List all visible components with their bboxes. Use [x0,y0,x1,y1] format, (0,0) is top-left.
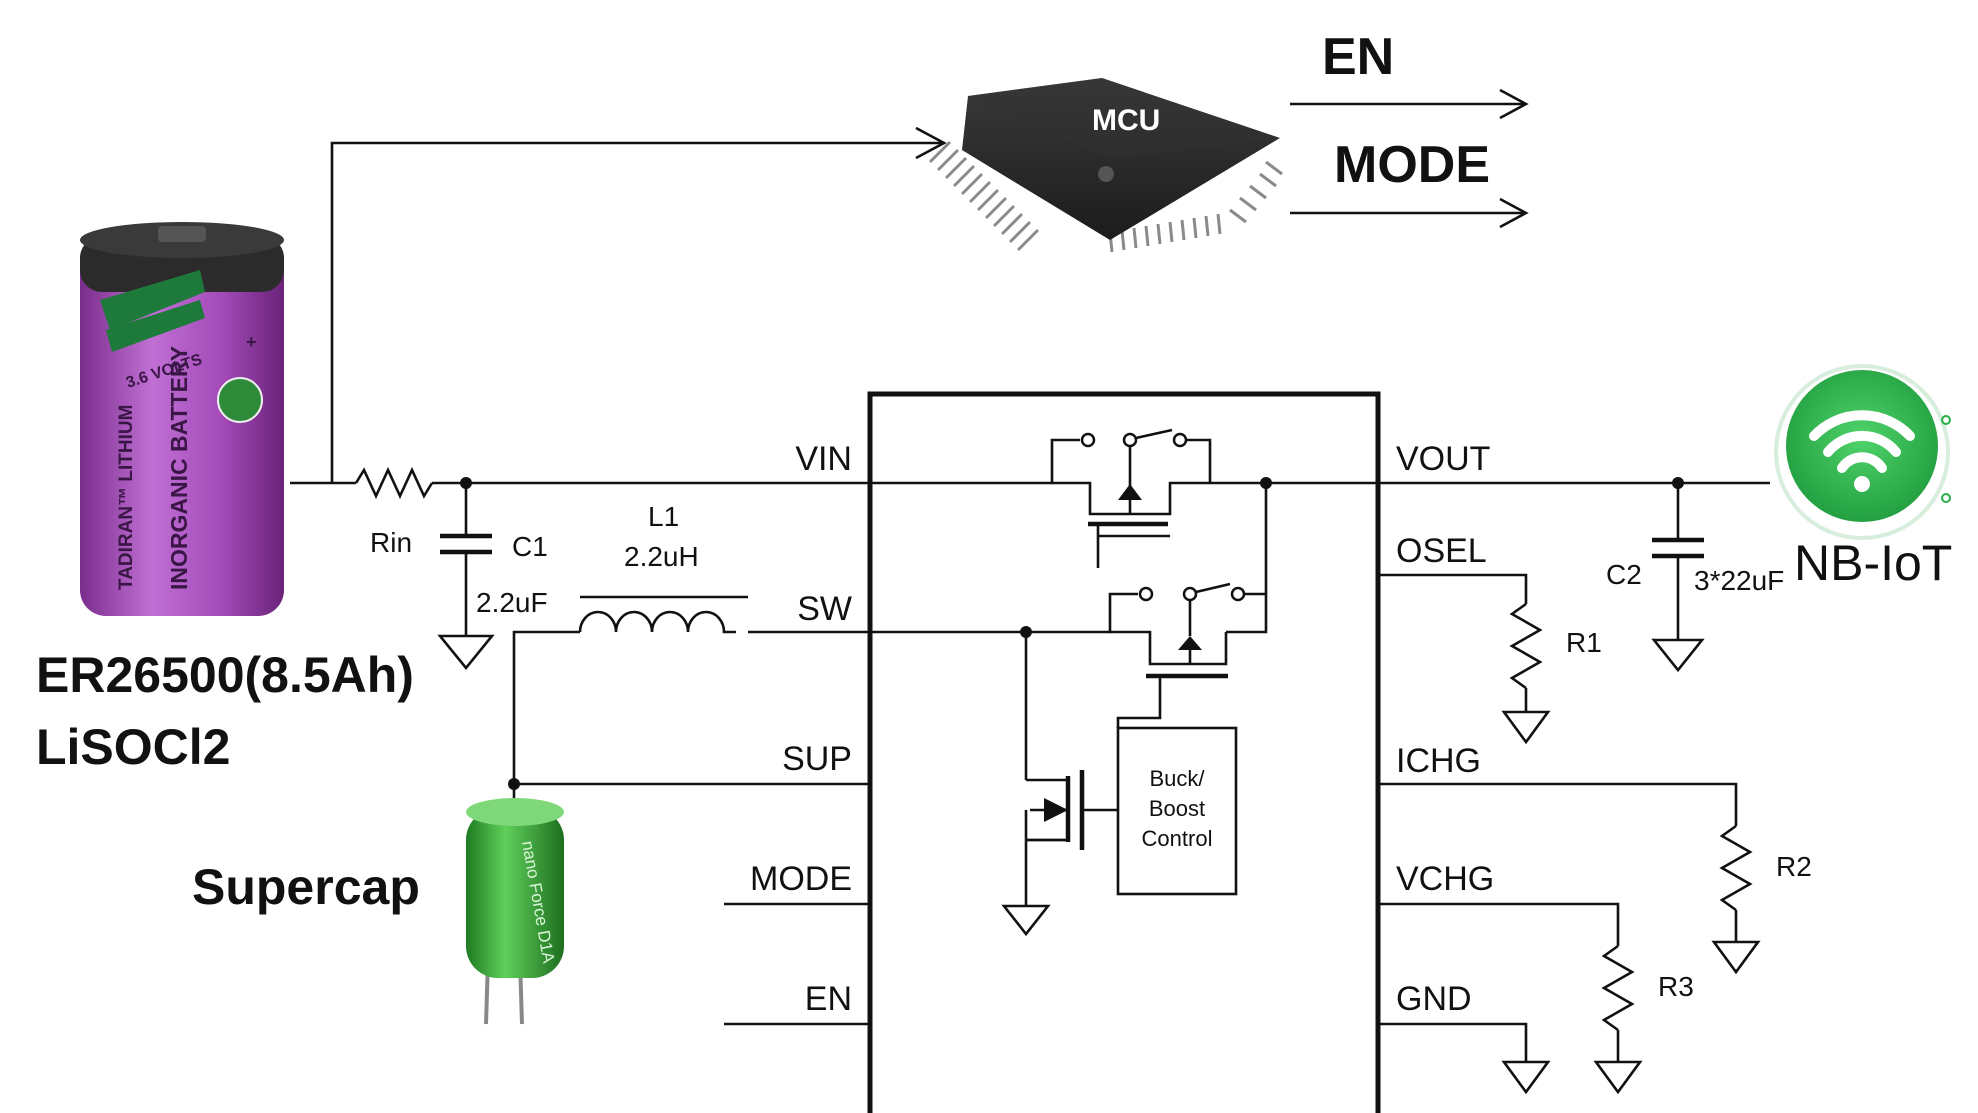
r2-ground [1711,940,1761,975]
wifi-icon [1809,410,1915,473]
pin-vin-label: VIN [795,440,852,478]
top-switch [1036,428,1212,568]
r1-ground [1501,710,1551,745]
control-line3: Control [1142,826,1213,851]
pin-ichg-label: ICHG [1396,742,1481,780]
mcu-chip: MCU [928,78,1283,253]
c2-ground [1651,638,1705,673]
supercap: nano Force D1A [466,798,564,1025]
nbiot-label: NB-IoT [1794,535,1952,591]
r3-label: R3 [1658,971,1694,1002]
pin-vout-label: VOUT [1396,440,1490,478]
pin-gnd-label: GND [1396,980,1472,1018]
power-ic [867,391,1381,1113]
battery-print-brand: TADIRAN™ LITHIUM [116,405,137,590]
battery-print-type: INORGANIC BATTERY [166,346,192,590]
pin-mode-label: MODE [750,860,852,898]
nmos-ground [1001,904,1051,937]
mcu-out-en-label: EN [1322,28,1394,86]
svg-text:+: + [246,332,257,352]
mcu-out-mode-label: MODE [1334,136,1490,194]
buck-boost-control [1116,726,1238,896]
c1-ground [437,634,495,671]
c2-capacitor [1652,537,1704,559]
r1-resistor [1509,602,1543,690]
l1-label: L1 [648,501,679,532]
c1-value-label: 2.2uF [476,587,548,618]
r3-ground [1593,1060,1643,1095]
battery: TADIRAN™ LITHIUM INORGANIC BATTERY 3.6 V… [80,222,284,616]
l1-value-label: 2.2uH [624,541,699,572]
c2-value-label: 3*22uF [1694,565,1784,596]
low-side-nmos [1024,632,1118,906]
pin-sup-label: SUP [782,740,852,778]
r3-resistor [1601,944,1635,1032]
control-line1: Buck/ [1149,766,1205,791]
control-line2: Boost [1149,796,1205,821]
r2-resistor [1719,824,1753,912]
pin-vchg-label: VCHG [1396,860,1494,898]
r2-label: R2 [1776,851,1812,882]
battery-chem-label: LiSOCl2 [36,719,230,775]
c1-capacitor [440,533,492,555]
c1-label: C1 [512,531,548,562]
bottom-switch [1104,582,1266,728]
supercap-label: Supercap [192,859,420,915]
rin-label: Rin [370,527,412,558]
pin-en-label: EN [805,980,852,1018]
rin-resistor [354,466,434,500]
gnd-ground [1501,1060,1551,1095]
c2-label: C2 [1606,559,1642,590]
mcu-chip-label: MCU [1092,104,1160,137]
nbiot-module [1774,364,1951,540]
battery-name-label: ER26500(8.5Ah) [36,647,414,703]
pin-osel-label: OSEL [1396,532,1487,570]
r1-label: R1 [1566,627,1602,658]
pin-sw-label: SW [797,590,852,628]
l1-inductor [578,610,736,634]
